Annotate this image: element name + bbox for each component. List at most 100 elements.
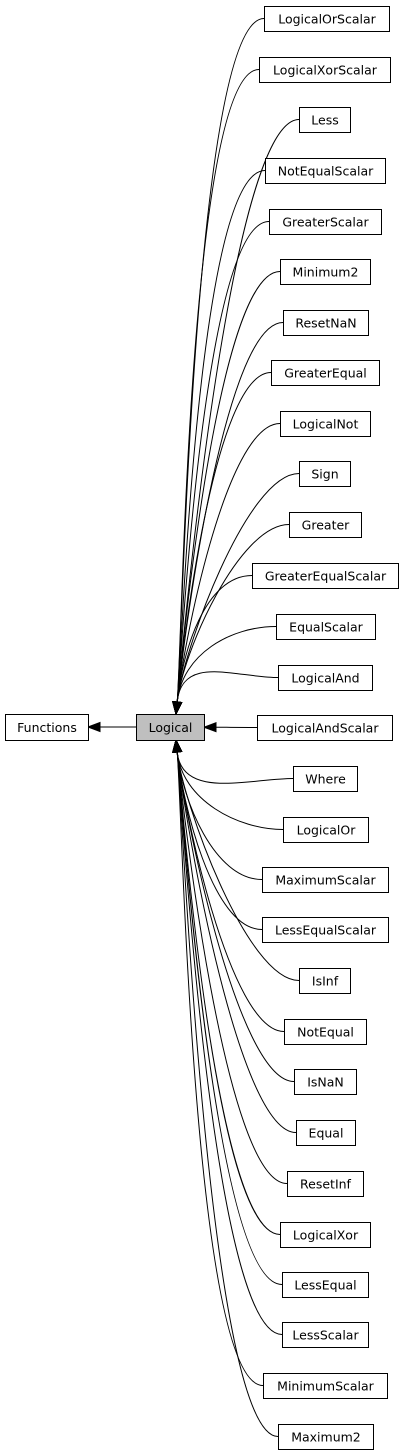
node-logicalxor[interactable]: LogicalXor	[280, 1222, 371, 1248]
node-logical[interactable]: Logical	[136, 714, 205, 741]
node-box	[299, 107, 351, 133]
node-sign[interactable]: Sign	[299, 461, 351, 487]
node-label: MaximumScalar	[275, 873, 376, 888]
node-box	[271, 360, 380, 386]
arrowhead-functions	[86, 721, 101, 733]
node-notequalscalar[interactable]: NotEqualScalar	[265, 158, 386, 184]
edge-greaterscalar-logical	[176, 221, 270, 703]
node-lessequalscalar[interactable]: LessEqualScalar	[262, 917, 389, 943]
node-label: IsInf	[312, 974, 339, 989]
edge-logicalxorscalar-logical	[176, 69, 260, 703]
edge-minimumscalar-logical	[176, 751, 264, 1386]
node-box	[262, 917, 389, 943]
node-label: GreaterEqual	[284, 366, 367, 381]
edge-isinf-logical	[176, 751, 300, 981]
edge-notequalscalar-logical	[176, 170, 266, 703]
node-box	[264, 6, 390, 32]
node-label: NotEqualScalar	[278, 164, 374, 179]
node-label: NotEqual	[297, 1025, 354, 1040]
node-logicalnot[interactable]: LogicalNot	[280, 411, 371, 437]
node-logicalorscalar[interactable]: LogicalOrScalar	[264, 6, 390, 32]
node-label: LogicalXor	[293, 1228, 359, 1243]
node-box	[293, 766, 358, 792]
node-label: LogicalXorScalar	[273, 63, 378, 78]
node-box	[294, 1069, 357, 1095]
node-notequal[interactable]: NotEqual	[284, 1019, 367, 1045]
node-logicalxorscalar[interactable]: LogicalXorScalar	[259, 57, 391, 83]
node-isinf[interactable]: IsInf	[299, 968, 351, 994]
node-lessequal[interactable]: LessEqual	[282, 1272, 369, 1298]
node-less[interactable]: Less	[299, 107, 351, 133]
node-box	[299, 461, 351, 487]
node-box	[259, 57, 391, 83]
edge-greater-logical	[176, 524, 290, 703]
edge-logicalor-logical	[176, 751, 284, 830]
node-where[interactable]: Where	[293, 766, 358, 792]
nodes: Functions Logical LogicalOrScalarLogicalXo…	[5, 6, 399, 1450]
node-label: Equal	[309, 1126, 344, 1141]
edge-greaterequalscalar-logical	[176, 575, 253, 703]
node-label: EqualScalar	[289, 620, 363, 635]
node-label: Logical	[149, 720, 193, 735]
edge-lessequalscalar-logical	[176, 751, 263, 930]
node-box	[282, 1322, 369, 1348]
node-minimum2[interactable]: Minimum2	[280, 259, 371, 285]
edge-equal-logical	[176, 751, 297, 1133]
node-resetinf[interactable]: ResetInf	[287, 1171, 364, 1197]
node-box	[280, 411, 371, 437]
node-minimumscalar[interactable]: MinimumScalar	[263, 1373, 388, 1399]
edges	[86, 18, 300, 1437]
node-box	[280, 1222, 371, 1248]
node-maximum2[interactable]: Maximum2	[278, 1424, 374, 1450]
node-logicalor[interactable]: LogicalOr	[283, 817, 369, 843]
node-label: LogicalOrScalar	[278, 12, 376, 27]
node-label: LogicalNot	[293, 417, 359, 432]
edge-resetinf-logical	[176, 751, 288, 1184]
node-box	[278, 1424, 374, 1450]
node-greater[interactable]: Greater	[289, 512, 362, 538]
node-logicaland[interactable]: LogicalAnd	[278, 665, 373, 691]
node-greaterequalscalar[interactable]: GreaterEqualScalar	[252, 563, 399, 589]
node-box	[282, 1272, 369, 1298]
node-box	[283, 310, 369, 336]
node-label: LessScalar	[292, 1328, 359, 1343]
arrowhead-maximum2	[172, 738, 183, 753]
arrowhead-logicaland	[172, 701, 183, 716]
edge-equalscalar-logical	[176, 626, 277, 703]
node-greaterscalar[interactable]: GreaterScalar	[269, 209, 382, 235]
node-label: LogicalOr	[297, 823, 357, 838]
node-isnan[interactable]: IsNaN	[294, 1069, 357, 1095]
node-box	[289, 512, 362, 538]
node-label: MinimumScalar	[277, 1379, 375, 1394]
node-label: LessEqual	[294, 1278, 356, 1293]
node-label: GreaterEqualScalar	[265, 569, 387, 584]
node-label: GreaterScalar	[282, 215, 369, 230]
node-label: LogicalAndScalar	[272, 721, 380, 736]
node-label: ResetInf	[300, 1177, 352, 1192]
node-functions[interactable]: Functions	[5, 714, 89, 741]
node-label: Minimum2	[293, 265, 359, 280]
node-label: IsNaN	[307, 1075, 344, 1090]
node-box	[5, 714, 89, 741]
node-box	[269, 209, 382, 235]
node-resetnan[interactable]: ResetNaN	[283, 310, 369, 336]
node-box	[265, 158, 386, 184]
node-maximumscalar[interactable]: MaximumScalar	[262, 867, 389, 893]
edge-where-logical	[176, 751, 294, 784]
edge-logicaland-logical	[176, 671, 279, 703]
node-equalscalar[interactable]: EqualScalar	[276, 614, 376, 640]
arrowhead-logicalandscalar	[202, 721, 217, 733]
node-box	[262, 867, 389, 893]
node-greaterequal[interactable]: GreaterEqual	[271, 360, 380, 386]
node-box	[283, 817, 369, 843]
edge-lessscalar-logical	[176, 751, 283, 1335]
node-logicalandscalar[interactable]: LogicalAndScalar	[257, 715, 393, 741]
node-label: Where	[305, 772, 346, 787]
node-equal[interactable]: Equal	[296, 1120, 356, 1146]
node-lessscalar[interactable]: LessScalar	[282, 1322, 369, 1348]
node-box	[287, 1171, 364, 1197]
node-box	[136, 714, 205, 741]
node-label: Functions	[17, 720, 77, 735]
node-box	[263, 1373, 388, 1399]
